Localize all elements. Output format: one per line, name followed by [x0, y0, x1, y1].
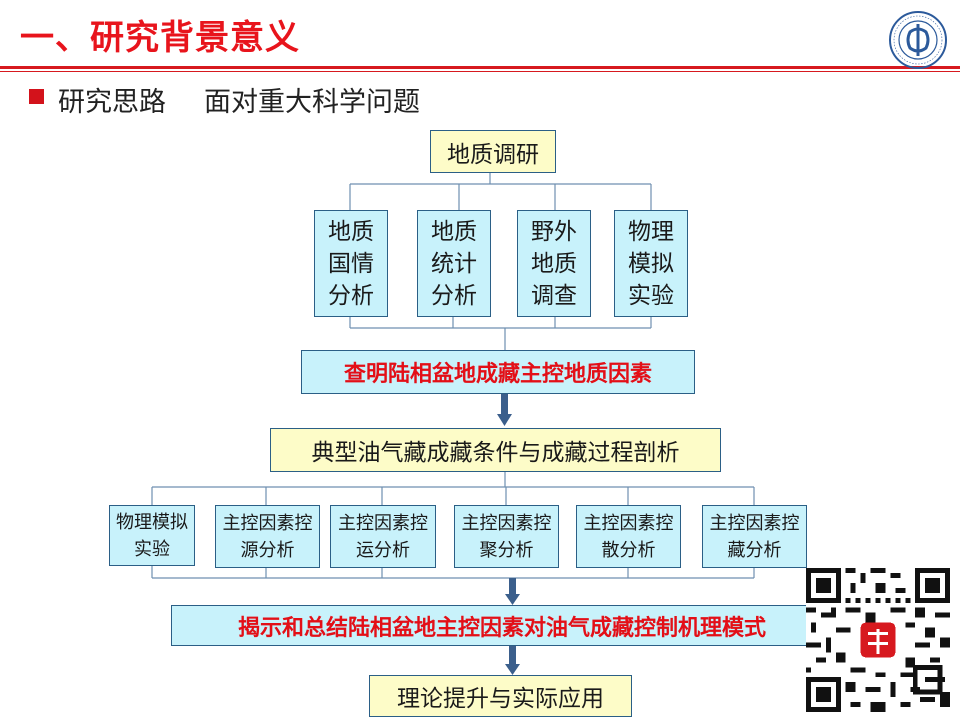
factor-box-2: 主控因素控源分析	[215, 505, 320, 568]
factor-box-1: 物理模拟实验	[109, 505, 195, 566]
factor-box-5: 主控因素控散分析	[576, 505, 681, 568]
title-divider-thin	[0, 71, 960, 72]
factor-box-6: 主控因素控藏分析	[702, 505, 807, 568]
slide-title: 一、研究背景意义	[20, 18, 300, 58]
university-seal-icon	[889, 11, 947, 69]
subtitle-label: 研究思路	[58, 87, 166, 118]
flow-step-1: 查明陆相盆地成藏主控地质因素	[301, 350, 695, 394]
qr-code-icon	[806, 568, 950, 712]
method-box-1: 地质国情分析	[314, 210, 388, 317]
factor-box-4: 主控因素控聚分析	[454, 505, 559, 568]
flow-step-2: 典型油气藏成藏条件与成藏过程剖析	[270, 428, 721, 472]
flow-step-4: 理论提升与实际应用	[369, 675, 632, 717]
method-box-2: 地质统计分析	[417, 210, 491, 317]
title-divider	[0, 66, 960, 69]
square-bullet-icon	[29, 89, 44, 104]
flow-box-top: 地质调研	[430, 130, 556, 173]
section-subtitle: 研究思路 面对重大科学问题	[58, 80, 420, 119]
flow-step-3: 揭示和总结陆相盆地主控因素对油气成藏控制机理模式	[171, 605, 833, 646]
factor-box-3: 主控因素控运分析	[330, 505, 436, 568]
method-box-3: 野外地质调查	[517, 210, 591, 317]
subtitle-text: 面对重大科学问题	[204, 87, 420, 118]
method-box-4: 物理模拟实验	[614, 210, 688, 317]
